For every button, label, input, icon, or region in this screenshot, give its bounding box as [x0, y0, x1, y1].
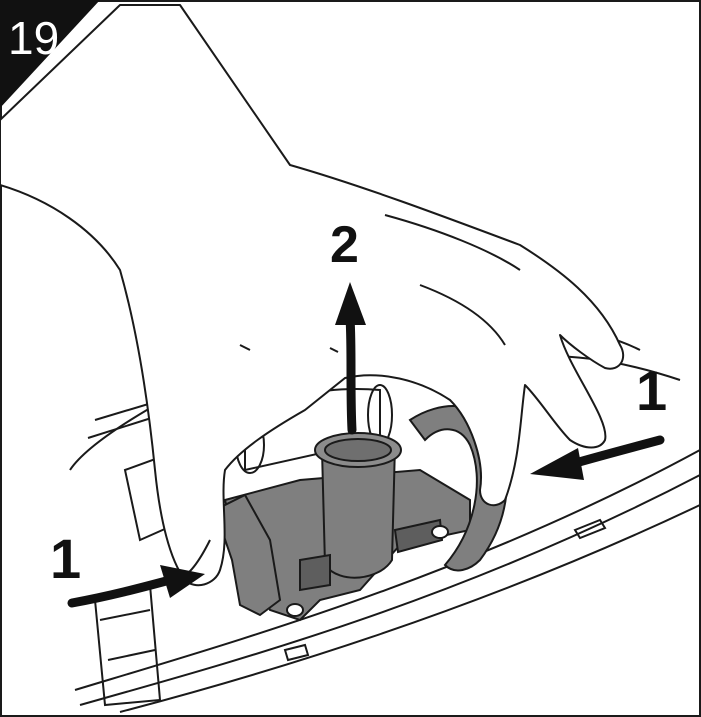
arrow-press-right	[530, 435, 665, 480]
callout-press-left: 1	[50, 527, 81, 590]
callout-press-right: 1	[636, 359, 667, 422]
hand	[0, 4, 625, 587]
step-number: 19	[8, 12, 59, 64]
callout-lift: 2	[330, 216, 359, 274]
arrow-lift	[335, 282, 366, 435]
arrow-press-left	[67, 565, 205, 608]
filter-clip-left	[213, 493, 282, 617]
step-badge: 19	[0, 0, 100, 108]
